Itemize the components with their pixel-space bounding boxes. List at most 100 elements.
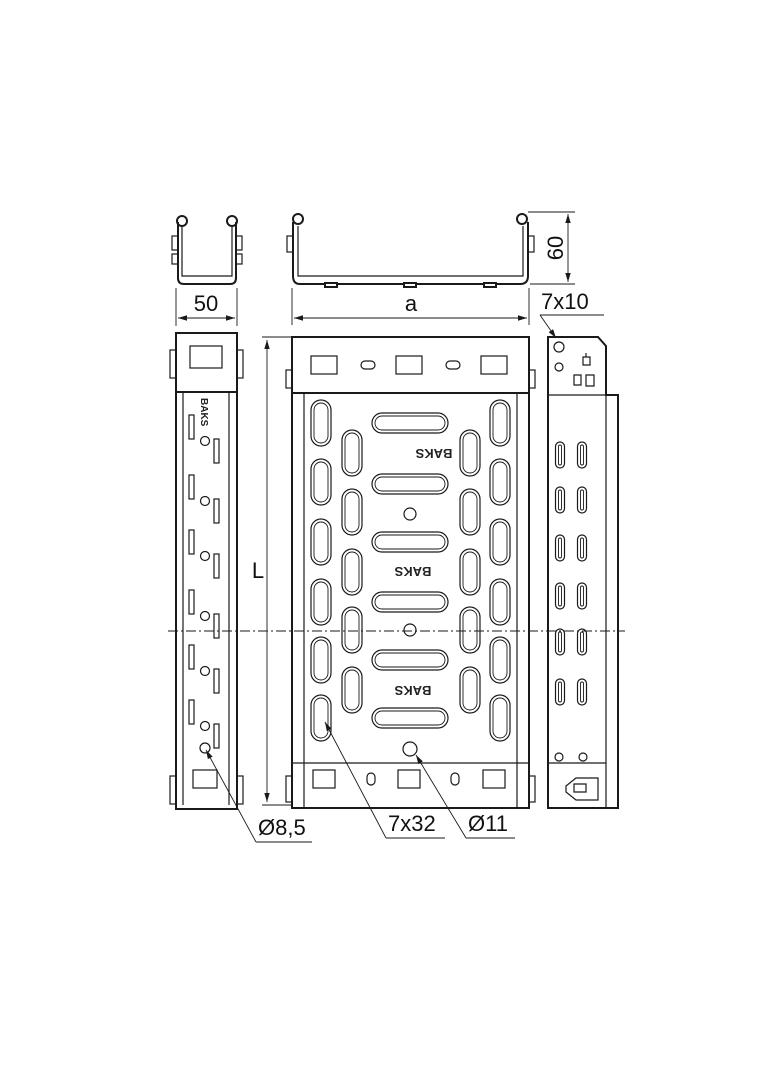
side-slot-b-0 xyxy=(213,438,220,464)
slot-inner-right-4-inner xyxy=(462,669,478,711)
slot-center-0 xyxy=(371,412,449,434)
slot-center-1 xyxy=(371,473,449,495)
slot-outer-right-3 xyxy=(489,578,511,626)
slot-inner-left-1-inner xyxy=(344,491,360,533)
slot-outer-right-0-inner xyxy=(492,402,508,444)
slot-outer-left-1-inner xyxy=(313,461,329,503)
slot-outer-left-4 xyxy=(310,636,332,684)
slot-inner-left-0-inner xyxy=(344,432,360,474)
slot-center-5-inner xyxy=(374,710,446,726)
slot-inner-right-3 xyxy=(459,606,481,654)
slot-center-0-inner xyxy=(374,415,446,431)
leader-slot-7x32: 7x32 xyxy=(324,721,445,839)
front-view-section xyxy=(286,213,535,288)
side-slot-b-5 xyxy=(213,723,220,749)
slot-outer-right-2-inner xyxy=(492,521,508,563)
slot-center-5 xyxy=(371,707,449,729)
right-slot-a-1-inner xyxy=(558,489,562,511)
right-slot-a-4 xyxy=(554,628,566,656)
right-slot-a-4-inner xyxy=(558,631,562,653)
slot-outer-left-5 xyxy=(310,694,332,742)
right-slot-a-1 xyxy=(554,486,566,514)
side-slot-a-1 xyxy=(188,474,195,500)
slot-inner-left-3 xyxy=(341,606,363,654)
dimension-width-50: 50 xyxy=(175,288,238,326)
slot-outer-right-4 xyxy=(489,636,511,684)
right-slot-b-1 xyxy=(576,486,588,514)
slot-outer-right-3-inner xyxy=(492,581,508,623)
right-slot-b-5 xyxy=(576,678,588,706)
slot-inner-right-4 xyxy=(459,666,481,714)
side-slot-a-3 xyxy=(188,589,195,615)
slot-outer-left-4-inner xyxy=(313,639,329,681)
side-hole-bottom xyxy=(199,742,211,754)
right-slot-a-0 xyxy=(554,441,566,469)
right-slot-b-0 xyxy=(576,441,588,469)
dimension-label-8-5: Ø8,5 xyxy=(258,815,306,840)
slot-inner-left-4-inner xyxy=(344,669,360,711)
slot-outer-left-2 xyxy=(310,518,332,566)
slot-outer-right-1-inner xyxy=(492,461,508,503)
slot-outer-left-1 xyxy=(310,458,332,506)
dimension-label-11: Ø11 xyxy=(468,811,508,836)
right-slot-a-0-inner xyxy=(558,444,562,466)
right-slot-b-5-inner xyxy=(580,681,584,703)
side-hole-0 xyxy=(199,435,211,447)
slot-outer-right-0 xyxy=(489,399,511,447)
slot-inner-right-2-inner xyxy=(462,551,478,593)
right-slot-b-4-inner xyxy=(580,631,584,653)
slot-outer-left-5-inner xyxy=(313,697,329,739)
slot-outer-left-0 xyxy=(310,399,332,447)
slot-center-1-inner xyxy=(374,476,446,492)
right-side-view xyxy=(547,336,619,809)
right-hole-top-b xyxy=(554,362,564,372)
slot-center-2 xyxy=(371,531,449,553)
right-slot-a-2 xyxy=(554,534,566,562)
slot-outer-left-0-inner xyxy=(313,402,329,444)
slot-inner-left-1 xyxy=(341,488,363,536)
leader-hole-11: Ø11 xyxy=(415,754,515,839)
right-slot-b-4 xyxy=(576,628,588,656)
right-slot-b-2-inner xyxy=(580,537,584,559)
side-hole-4 xyxy=(199,665,211,677)
dimension-label-50: 50 xyxy=(194,291,218,316)
right-slot-b-2 xyxy=(576,534,588,562)
slot-inner-right-1-inner xyxy=(462,491,478,533)
slot-outer-right-2 xyxy=(489,518,511,566)
slot-inner-left-2 xyxy=(341,548,363,596)
slot-center-2-inner xyxy=(374,534,446,550)
slot-inner-left-0 xyxy=(341,429,363,477)
leader-7x10: 7x10 xyxy=(539,289,604,339)
slot-center-4 xyxy=(371,649,449,671)
slot-outer-right-5 xyxy=(489,694,511,742)
side-slot-b-4 xyxy=(213,668,220,694)
right-slot-b-3 xyxy=(576,582,588,610)
bottom-plan-view: BAKS BAKS BAKS xyxy=(285,336,536,809)
right-slot-b-0-inner xyxy=(580,444,584,466)
slot-inner-left-2-inner xyxy=(344,551,360,593)
slot-center-3 xyxy=(371,591,449,613)
slot-inner-right-2 xyxy=(459,548,481,596)
side-slot-a-2 xyxy=(188,529,195,555)
right-slot-a-5-inner xyxy=(558,681,562,703)
dimension-length-L: L xyxy=(252,336,292,806)
slot-center-3-inner xyxy=(374,594,446,610)
side-hole-3 xyxy=(199,610,211,622)
slot-outer-left-3-inner xyxy=(313,581,329,623)
slot-center-4-inner xyxy=(374,652,446,668)
dimension-width-a: a xyxy=(291,288,530,325)
dimension-label-a: a xyxy=(405,291,418,316)
right-slot-b-1-inner xyxy=(580,489,584,511)
dimension-label-7x32: 7x32 xyxy=(388,811,436,836)
slot-inner-right-0-inner xyxy=(462,432,478,474)
slot-outer-right-4-inner xyxy=(492,639,508,681)
right-slot-a-2-inner xyxy=(558,537,562,559)
slot-inner-left-3-inner xyxy=(344,609,360,651)
dimension-label-60: 60 xyxy=(543,236,568,260)
right-hole-bot-b xyxy=(578,752,588,762)
end-view-section xyxy=(171,215,243,285)
right-slot-b-3-inner xyxy=(580,585,584,607)
right-slot-a-3-inner xyxy=(558,585,562,607)
side-hole-5 xyxy=(199,720,211,732)
